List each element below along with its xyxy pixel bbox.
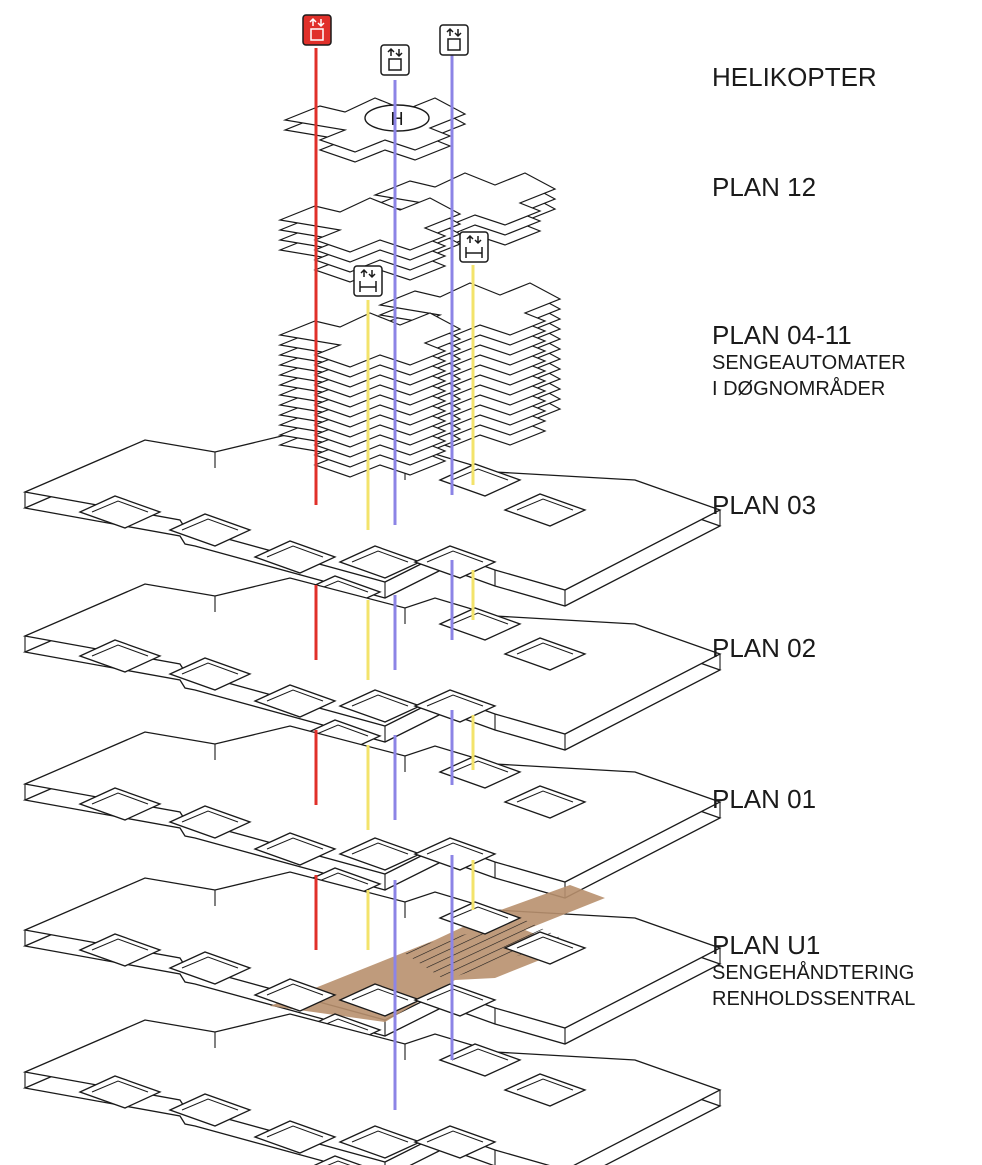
bed-lift-icon — [460, 232, 488, 262]
slab-plan-02 — [25, 578, 720, 752]
tower-blocks: H — [280, 98, 560, 477]
floor-slabs — [25, 434, 720, 1165]
helipad-marker: H — [365, 105, 429, 131]
elevator-icon — [381, 45, 409, 75]
slab-plan-01 — [25, 726, 720, 900]
label-plan-04-11-sub-2: I DØGNOMRÅDER — [712, 376, 906, 402]
label-plan-03: PLAN 03 — [712, 490, 816, 520]
helipad-symbol: H — [391, 109, 404, 129]
icon-frame — [354, 266, 382, 296]
elevator-emergency-icon — [303, 15, 331, 45]
label-plan-u1-sub-1: SENGEHÅNDTERING — [712, 960, 915, 986]
slab-plan-u1 — [25, 872, 720, 1046]
label-plan-u1: PLAN U1 SENGEHÅNDTERING RENHOLDSSENTRAL — [712, 930, 915, 1012]
label-plan-u1-sub-2: RENHOLDSSENTRAL — [712, 986, 915, 1012]
bed-lift-icon — [354, 266, 382, 296]
slab-basement — [25, 1014, 720, 1165]
icon-frame — [460, 232, 488, 262]
label-plan-04-11: PLAN 04-11 SENGEAUTOMATER I DØGNOMRÅDER — [712, 320, 906, 402]
label-helikopter: HELIKOPTER — [712, 62, 877, 92]
elevator-icon — [440, 25, 468, 55]
label-plan-01: PLAN 01 — [712, 784, 816, 814]
label-plan-04-11-sub-1: SENGEAUTOMATER — [712, 350, 906, 376]
label-plan-12: PLAN 12 — [712, 172, 816, 202]
label-plan-02: PLAN 02 — [712, 633, 816, 663]
helipad-block — [285, 98, 465, 162]
